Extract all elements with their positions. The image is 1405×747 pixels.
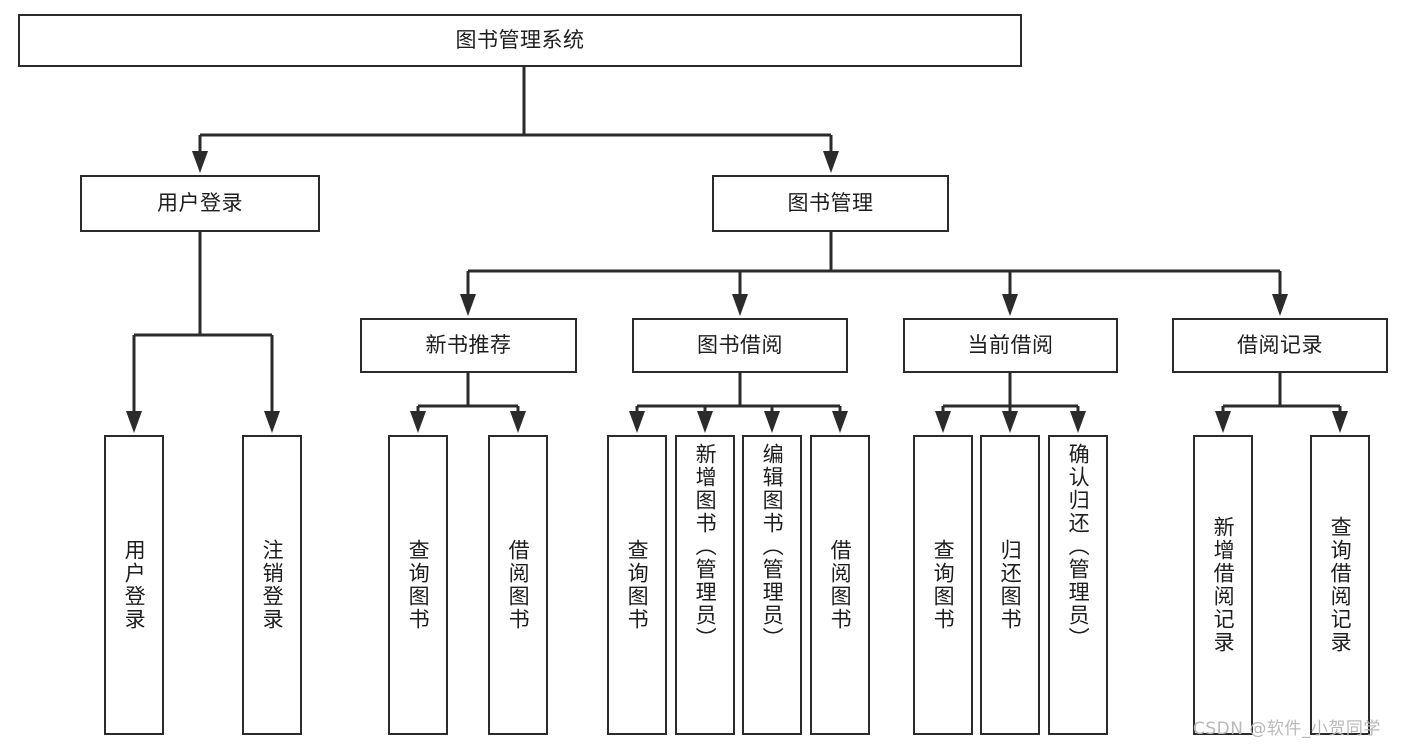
node-label: 借阅图书 bbox=[506, 539, 531, 631]
node-current-borrow[interactable]: 当前借阅 bbox=[903, 318, 1118, 373]
leaf-leaf-add-book[interactable]: 新增图书（管理员） bbox=[675, 435, 735, 735]
root-node-root[interactable]: 图书管理系统 bbox=[18, 14, 1022, 67]
node-label: 借阅记录 bbox=[1237, 332, 1323, 357]
leaf-leaf-return-book[interactable]: 归还图书 bbox=[980, 435, 1040, 735]
node-book-management[interactable]: 图书管理 bbox=[712, 175, 949, 232]
leaf-leaf-user-login[interactable]: 用户登录 bbox=[104, 435, 164, 735]
node-label: 当前借阅 bbox=[967, 332, 1054, 357]
node-label: 用户登录 bbox=[122, 539, 147, 631]
leaf-leaf-add-record[interactable]: 新增借阅记录 bbox=[1193, 435, 1253, 735]
leaf-leaf-borrow-book-1[interactable]: 借阅图书 bbox=[488, 435, 548, 735]
leaf-leaf-edit-book[interactable]: 编辑图书（管理员） bbox=[742, 435, 802, 735]
node-label: 编辑图书（管理员） bbox=[760, 443, 785, 650]
leaf-leaf-query-book-1[interactable]: 查询图书 bbox=[388, 435, 448, 735]
node-label: 注销登录 bbox=[260, 539, 285, 631]
node-label: 新书推荐 bbox=[425, 332, 512, 357]
node-label: 查询图书 bbox=[406, 539, 431, 631]
node-label: 图书管理 bbox=[787, 190, 874, 215]
node-label: 借阅图书 bbox=[828, 539, 853, 631]
node-label: 新增借阅记录 bbox=[1211, 516, 1236, 654]
node-new-book-recommend[interactable]: 新书推荐 bbox=[360, 318, 577, 373]
leaf-leaf-logout[interactable]: 注销登录 bbox=[242, 435, 302, 735]
node-label: 新增图书（管理员） bbox=[693, 443, 718, 650]
node-label: 归还图书 bbox=[998, 539, 1023, 631]
leaf-leaf-query-book-3[interactable]: 查询图书 bbox=[913, 435, 973, 735]
node-label: 用户登录 bbox=[157, 190, 243, 215]
leaf-leaf-confirm-return[interactable]: 确认归还（管理员） bbox=[1048, 435, 1108, 735]
node-label: 查询图书 bbox=[931, 539, 956, 631]
csdn-watermark: CSDN @软件_小贺同学 bbox=[1193, 719, 1381, 739]
node-label: 查询图书 bbox=[625, 539, 650, 631]
node-label: 图书管理系统 bbox=[455, 27, 585, 52]
node-label: 图书借阅 bbox=[697, 332, 783, 357]
leaf-leaf-query-record[interactable]: 查询借阅记录 bbox=[1310, 435, 1370, 735]
node-label: 确认归还（管理员） bbox=[1066, 443, 1091, 650]
node-label: 查询借阅记录 bbox=[1328, 516, 1353, 654]
leaf-leaf-query-book-2[interactable]: 查询图书 bbox=[607, 435, 667, 735]
node-borrow-record[interactable]: 借阅记录 bbox=[1172, 318, 1388, 373]
leaf-leaf-borrow-book-2[interactable]: 借阅图书 bbox=[810, 435, 870, 735]
node-user-login[interactable]: 用户登录 bbox=[80, 175, 320, 232]
node-book-borrow[interactable]: 图书借阅 bbox=[632, 318, 848, 373]
